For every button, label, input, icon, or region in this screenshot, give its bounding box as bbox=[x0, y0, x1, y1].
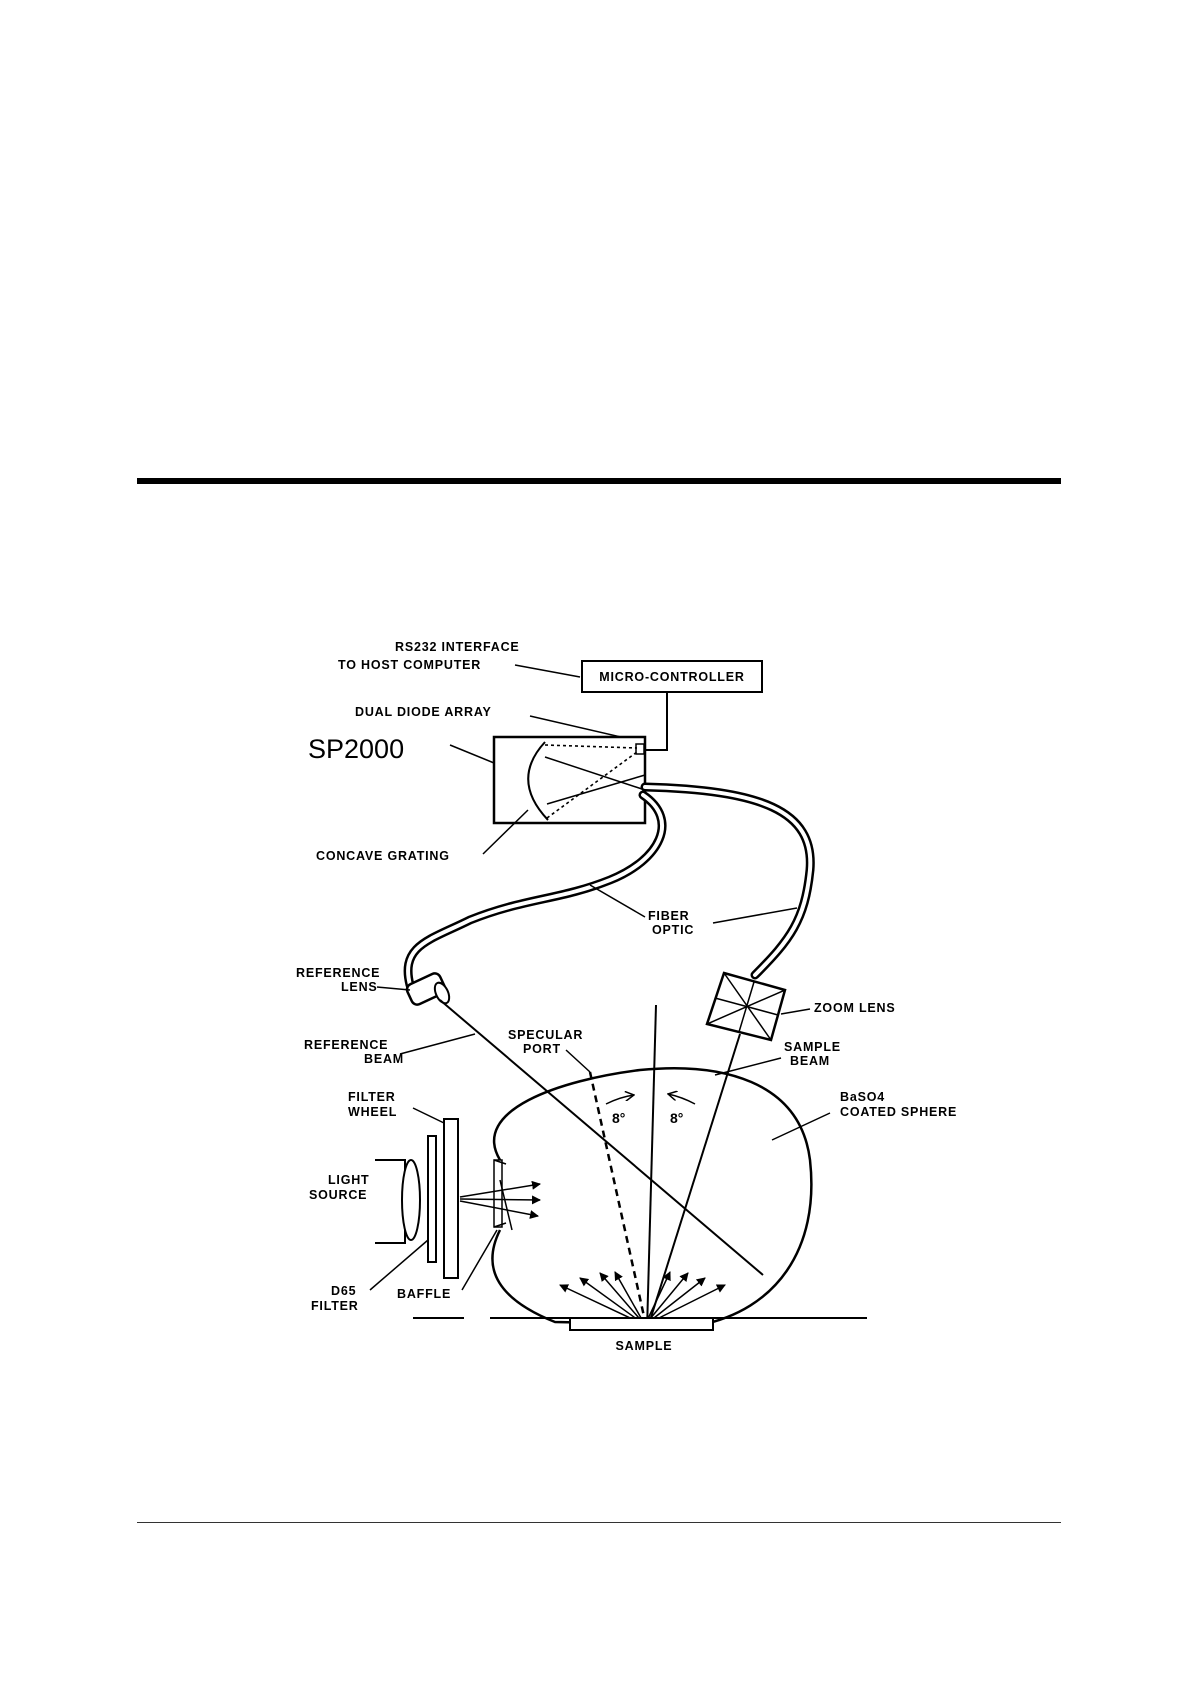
reference-lens-label-line1: REFERENCE bbox=[296, 966, 380, 980]
concave-grating-label: CONCAVE GRATING bbox=[316, 849, 450, 863]
normal-line bbox=[647, 1005, 656, 1330]
sample-beam-label-line1: SAMPLE bbox=[784, 1040, 841, 1054]
dual-diode-array-label: DUAL DIODE ARRAY bbox=[355, 705, 492, 719]
coated-sphere bbox=[492, 1068, 811, 1325]
baffle bbox=[494, 1160, 506, 1227]
angle-right-label: 8° bbox=[670, 1110, 683, 1126]
reference-beam-label-line1: REFERENCE bbox=[304, 1038, 388, 1052]
light-source bbox=[375, 1160, 420, 1243]
baffle-label: BAFFLE bbox=[397, 1287, 451, 1301]
sphere-label-line2: COATED SPHERE bbox=[840, 1105, 957, 1119]
d65-filter bbox=[428, 1136, 436, 1262]
angle-left-arrow bbox=[606, 1095, 634, 1104]
sample-beam-label-line2: BEAM bbox=[790, 1054, 830, 1068]
micro-controller-box: MICRO-CONTROLLER bbox=[582, 661, 762, 692]
zoom-lens bbox=[707, 973, 785, 1040]
specular-port-label-line2: PORT bbox=[523, 1042, 561, 1056]
sphere-label-line1: BaSO4 bbox=[840, 1090, 885, 1104]
instrument-leader bbox=[450, 745, 494, 763]
filter-wheel-label-line1: FILTER bbox=[348, 1090, 396, 1104]
reference-lens-label-line2: LENS bbox=[341, 980, 378, 994]
reference-beam-label-line2: BEAM bbox=[364, 1052, 404, 1066]
fiber-optic-label-line1: FIBER bbox=[648, 909, 690, 923]
horizontal-rule-thin bbox=[137, 1522, 1061, 1523]
light-source-label-line1: LIGHT bbox=[328, 1173, 370, 1187]
sample-beam bbox=[647, 1034, 740, 1330]
reference-beam bbox=[440, 1000, 763, 1275]
angle-left-label: 8° bbox=[612, 1110, 625, 1126]
fiber-optic-label-line2: OPTIC bbox=[652, 923, 694, 937]
light-source-label-line2: SOURCE bbox=[309, 1188, 367, 1202]
sample-label: SAMPLE bbox=[616, 1339, 673, 1353]
micro-controller-label: MICRO-CONTROLLER bbox=[599, 670, 744, 684]
filter-wheel bbox=[444, 1119, 458, 1278]
angle-right-arrow bbox=[668, 1094, 695, 1104]
zoom-lens-label: ZOOM LENS bbox=[814, 1001, 896, 1015]
diode-array-icon bbox=[636, 744, 644, 754]
controller-connection bbox=[645, 692, 667, 750]
d65-filter-label-line1: D65 bbox=[331, 1284, 356, 1298]
spectrometer-box bbox=[494, 737, 645, 823]
instrument-name: SP2000 bbox=[308, 734, 404, 764]
fiber-optic-sample bbox=[645, 787, 810, 975]
filter-wheel-label-line2: WHEEL bbox=[348, 1105, 397, 1119]
sample-holder bbox=[570, 1318, 713, 1330]
specular-port-label-line1: SPECULAR bbox=[508, 1028, 583, 1042]
d65-filter-label-line2: FILTER bbox=[311, 1299, 359, 1313]
rs232-label-line1: RS232 INTERFACE bbox=[395, 640, 520, 654]
rs232-leader bbox=[515, 665, 580, 677]
rs232-label-line2: TO HOST COMPUTER bbox=[338, 658, 481, 672]
